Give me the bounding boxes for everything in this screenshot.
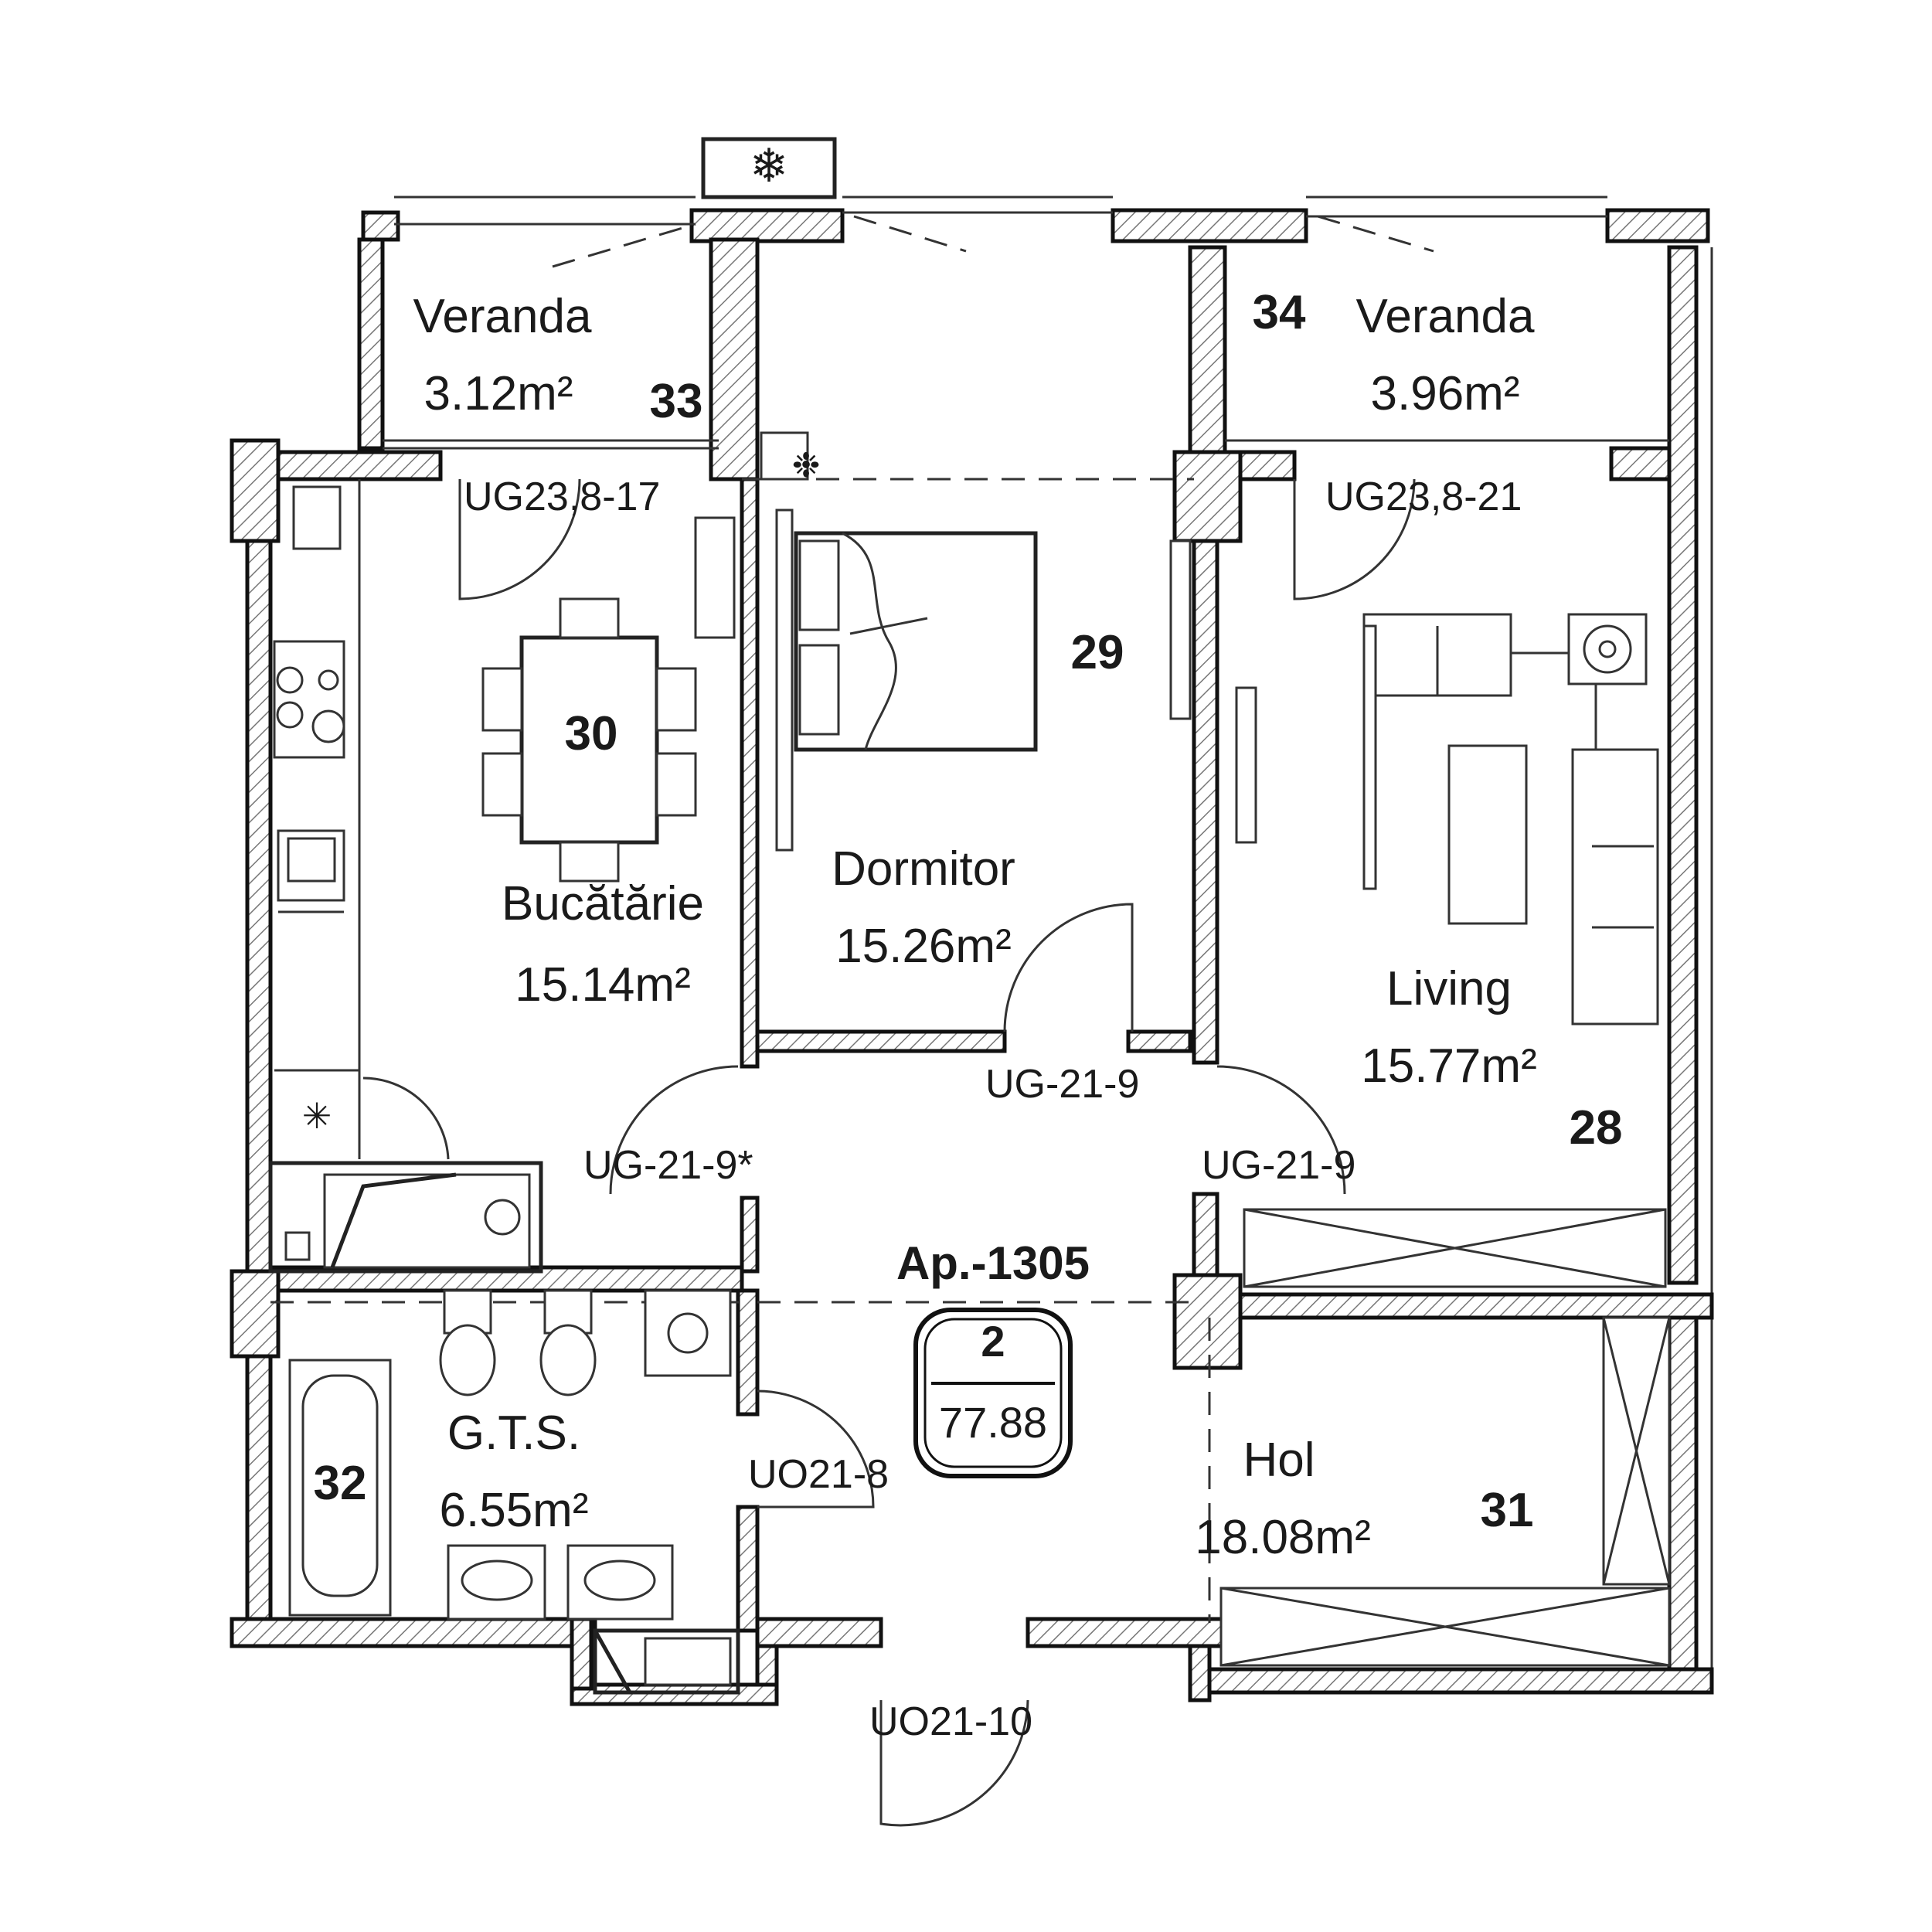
hall-furniture (1219, 1316, 1671, 1667)
room-name: Hol (1243, 1434, 1315, 1487)
door-label: UG23,8-21 (1325, 474, 1522, 519)
room-number: 31 (1481, 1484, 1534, 1537)
bedroom-furniture: ❉ (760, 431, 1192, 1032)
room-name: Living (1386, 962, 1512, 1015)
room-number: 33 (650, 375, 703, 428)
room-area: 18.08m² (1195, 1511, 1370, 1564)
door-label: UG-21-9 (985, 1062, 1139, 1107)
bathroom-furniture (288, 1289, 740, 1695)
door-label: UG-21-9* (583, 1143, 753, 1188)
room-name: G.T.S. (447, 1406, 580, 1460)
room-area: 6.55m² (440, 1484, 589, 1537)
room-area: 15.26m² (835, 920, 1011, 973)
door-labels: UG23,8-17 UG23,8-21 UG-21-9 UG-21-9* UG-… (464, 474, 1522, 1744)
room-name: Veranda (1356, 290, 1536, 343)
door-label: UG-21-9 (1202, 1143, 1355, 1188)
kitchen-furniture: ✳ (268, 479, 736, 1274)
living-furniture (1235, 613, 1667, 1288)
room-number: 28 (1570, 1101, 1623, 1155)
door-label: UO21-10 (869, 1699, 1032, 1744)
room-labels: Veranda 3.12m² 33 Veranda 3.96m² 34 Bucă… (314, 286, 1623, 1564)
apartment-name: Ap.-1305 (896, 1237, 1090, 1289)
door-label: UO21-8 (748, 1452, 889, 1497)
room-area: 3.12m² (424, 367, 573, 420)
walls (230, 196, 1714, 1706)
apartment-tag: Ap.-1305 2 77.88 (896, 1237, 1090, 1478)
room-name: Bucătărie (502, 877, 704, 930)
room-name: Veranda (413, 290, 593, 343)
room-number: 32 (314, 1457, 367, 1510)
room-area: 3.96m² (1371, 367, 1520, 420)
room-area: 15.77m² (1361, 1039, 1536, 1093)
svg-text:✳: ✳ (302, 1096, 332, 1136)
room-name: Dormitor (832, 842, 1015, 896)
ac-unit: ❄ (701, 137, 837, 199)
room-number: 29 (1071, 626, 1124, 679)
fan-icon: ❉ (792, 447, 821, 485)
snowflake-icon: ❄ (750, 140, 788, 192)
door-swings (458, 478, 1416, 1827)
apartment-area: 77.88 (939, 1398, 1047, 1447)
room-number: 34 (1253, 286, 1306, 339)
room-number: 30 (565, 707, 618, 760)
apartment-rooms: 2 (981, 1317, 1005, 1366)
room-area: 15.14m² (515, 958, 690, 1012)
door-label: UG23,8-17 (464, 474, 660, 519)
